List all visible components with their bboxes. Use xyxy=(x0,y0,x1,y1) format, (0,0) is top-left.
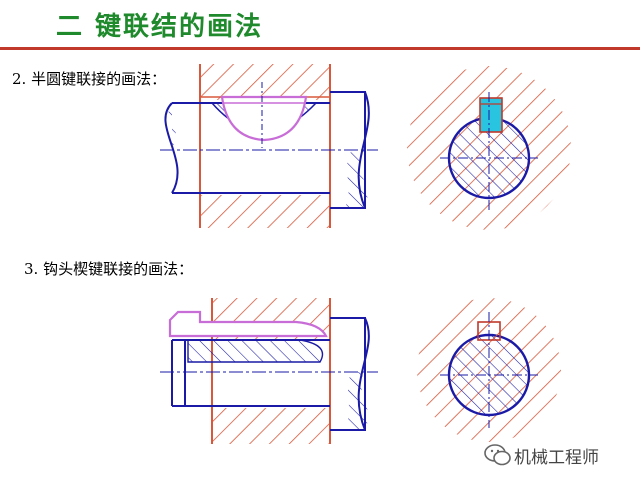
slide-header: 二 键联结的画法 xyxy=(0,0,640,50)
slide-title: 二 键联结的画法 xyxy=(56,12,264,42)
woodruff-key xyxy=(220,95,308,142)
woodruff-cross-section xyxy=(407,66,571,230)
woodruff-section-view xyxy=(160,64,378,228)
shaft-break-hatch-right xyxy=(345,150,368,208)
watermark-text: 机械工程师 xyxy=(514,448,599,468)
shaft-break-left xyxy=(164,102,179,194)
title-underline xyxy=(0,47,640,50)
gib-head-key-caption: 3. 钩头楔键联接的画法： xyxy=(24,260,194,278)
gib-head-section-view xyxy=(160,298,378,444)
gib-head-key xyxy=(168,310,328,338)
woodruff-key-caption: 2. 半圆键联接的画法： xyxy=(12,70,167,88)
wechat-icon xyxy=(484,444,511,466)
shaft-break-hatch-left xyxy=(168,103,176,148)
gib-head-cross-section xyxy=(417,298,561,442)
shaft2-break-hatch xyxy=(345,372,368,430)
woodruff-key-section xyxy=(479,97,503,133)
shaft2-keyway-hatch xyxy=(187,339,324,363)
watermark: 机械工程师 xyxy=(484,438,634,470)
